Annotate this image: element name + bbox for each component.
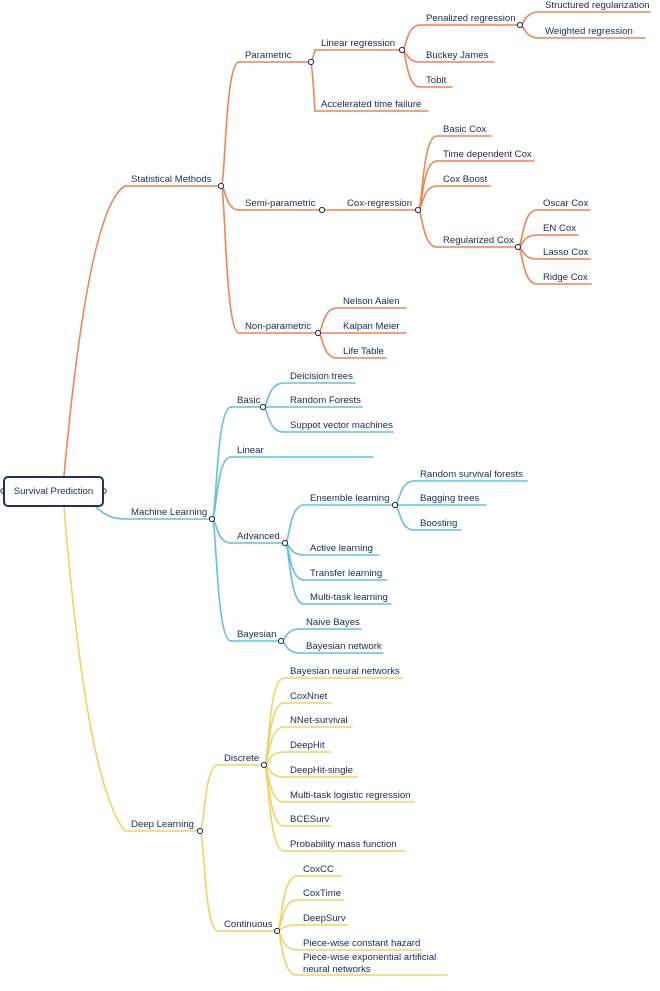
connector-linear-regression — [398, 46, 406, 54]
node-advanced[interactable]: Advanced — [237, 531, 280, 542]
connector-parametric — [307, 58, 315, 66]
connector-semi-parametric — [318, 206, 326, 214]
node-active-learning[interactable]: Active learning — [310, 543, 373, 554]
node-piece-wise-exponential-ann[interactable]: Piece-wise exponential artificial neural… — [303, 952, 437, 975]
node-deep-learning[interactable]: Deep Learning — [131, 819, 194, 830]
connector-continuous — [273, 927, 281, 935]
connector-advanced — [281, 539, 289, 547]
edge-non-parametric — [220, 185, 240, 334]
node-linear[interactable]: Linear — [237, 445, 264, 456]
node-ensemble-learning[interactable]: Ensemble learning — [310, 493, 390, 504]
edge-parametric — [220, 61, 240, 187]
node-basic-cox[interactable]: Basic Cox — [443, 124, 487, 135]
connector-statistical-methods — [217, 182, 225, 190]
node-tobit[interactable]: Tobit — [426, 75, 447, 86]
root-node[interactable]: Survival Prediction — [3, 476, 104, 507]
node-oscar-cox[interactable]: Oscar Cox — [543, 198, 589, 209]
node-deephit-single[interactable]: DeepHit-single — [290, 765, 353, 776]
connector-machine-learning — [208, 515, 216, 523]
edge-probability-mass-function — [263, 764, 285, 852]
node-random-forests[interactable]: Random Forests — [290, 395, 361, 406]
node-ridge-cox[interactable]: Ridge Cox — [543, 272, 588, 283]
node-life-table[interactable]: Life Table — [343, 346, 384, 357]
node-deephit[interactable]: DeepHit — [290, 740, 325, 751]
node-transfer-learning[interactable]: Transfer learning — [310, 568, 383, 579]
node-cox-boost[interactable]: Cox Boost — [443, 174, 488, 185]
node-time-dependent-cox[interactable]: Time dependent Cox — [443, 149, 532, 160]
node-support-vector-machines[interactable]: Suppot vector machines — [290, 420, 393, 431]
node-bagging-trees[interactable]: Bagging trees — [420, 493, 480, 504]
node-structured-regularization[interactable]: Structured regularization — [545, 0, 650, 11]
node-nnet-survival[interactable]: NNet-survival — [290, 715, 348, 726]
node-weighted-regression[interactable]: Weighted regression — [545, 26, 633, 37]
node-coxtime[interactable]: CoxTime — [303, 888, 342, 899]
node-lasso-cox[interactable]: Lasso Cox — [543, 247, 589, 258]
node-bayesian-neural-networks[interactable]: Bayesian neural networks — [290, 666, 400, 677]
connector-basic — [259, 403, 267, 411]
node-regularized-cox[interactable]: Regularized Cox — [443, 235, 514, 246]
root-label: Survival Prediction — [13, 486, 94, 497]
connector-bayesian — [277, 637, 285, 645]
node-discrete[interactable]: Discrete — [224, 753, 260, 764]
node-multi-task-logistic-regression[interactable]: Multi-task logistic regression — [290, 790, 411, 801]
node-coxcc[interactable]: CoxCC — [303, 864, 334, 875]
edge-machine-learning — [95, 506, 126, 520]
connector-cox-regression — [414, 206, 422, 214]
connector-discrete — [260, 761, 268, 769]
node-piece-wise-constant-hazard[interactable]: Piece-wise constant hazard — [303, 938, 421, 949]
node-random-survival-forests[interactable]: Random survival forests — [420, 469, 523, 480]
node-penalized-regression[interactable]: Penalized regression — [426, 13, 516, 24]
node-linear-regression[interactable]: Linear regression — [321, 38, 396, 49]
edge-continuous — [199, 830, 219, 932]
edge-deep-learning — [63, 506, 126, 832]
node-accelerated-time-failure[interactable]: Accelerated time failure — [321, 99, 422, 110]
node-buckey-james[interactable]: Buckey James — [426, 50, 489, 61]
node-deepsurv[interactable]: DeepSurv — [303, 913, 346, 924]
node-machine-learning[interactable]: Machine Learning — [131, 507, 208, 518]
node-bayesian[interactable]: Bayesian — [237, 629, 277, 640]
node-bcesurv[interactable]: BCESurv — [290, 814, 330, 825]
node-probability-mass-function[interactable]: Probability mass function — [290, 839, 397, 850]
node-nelson-aalen[interactable]: Nelson Aalen — [343, 296, 400, 307]
node-naive-bayes[interactable]: Naive Bayes — [306, 617, 360, 628]
edge-statistical-methods — [63, 185, 126, 477]
node-statistical-methods[interactable]: Statistical Methods — [131, 174, 212, 185]
node-basic[interactable]: Basic — [237, 395, 261, 406]
node-coxnnet[interactable]: CoxNnet — [290, 691, 328, 702]
node-multi-task-learning[interactable]: Multi-task learning — [310, 592, 388, 603]
node-boosting[interactable]: Boosting — [420, 518, 458, 529]
node-decision-trees[interactable]: Deicision trees — [290, 371, 353, 382]
node-kalpan-meier[interactable]: Kalpan Meier — [343, 321, 400, 332]
node-cox-regression[interactable]: Cox-regression — [347, 198, 413, 209]
connector-deep-learning — [196, 827, 204, 835]
node-en-cox[interactable]: EN Cox — [543, 223, 577, 234]
node-continuous[interactable]: Continuous — [224, 919, 273, 930]
connector-regularized-cox — [514, 243, 522, 251]
connector-non-parametric — [314, 329, 322, 337]
node-semi-parametric[interactable]: Semi-parametric — [245, 198, 316, 209]
edge-bayesian — [211, 518, 232, 642]
connector-penalized-regression — [516, 21, 524, 29]
node-bayesian-network[interactable]: Bayesian network — [306, 641, 382, 652]
node-parametric[interactable]: Parametric — [245, 50, 292, 61]
node-non-parametric[interactable]: Non-parametric — [245, 321, 312, 332]
connector-ensemble-learning — [391, 501, 399, 509]
